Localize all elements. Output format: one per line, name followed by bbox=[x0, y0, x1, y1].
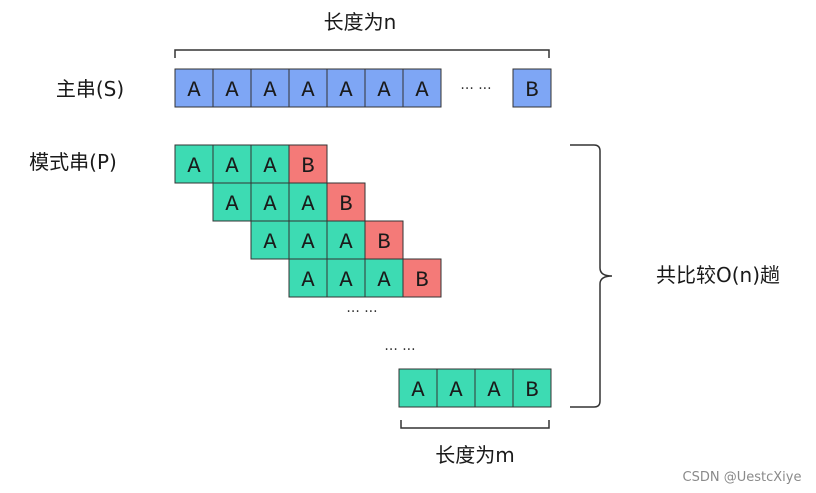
pattern-row-5-cell-4-letter: B bbox=[525, 378, 538, 403]
pattern-row-3-cell-1-box bbox=[250, 220, 290, 260]
pattern-row-3-cell-4: B bbox=[364, 220, 404, 260]
main-cell-7-letter: A bbox=[415, 78, 429, 103]
total-compare-label: 共比较O(n)趟 bbox=[656, 263, 780, 287]
main-cell-6-letter: A bbox=[377, 78, 391, 103]
main-cell-6: A bbox=[364, 68, 404, 108]
pattern-row-5-cell-2-letter: A bbox=[449, 378, 463, 403]
pattern-row-2-cell-4: B bbox=[326, 182, 366, 222]
main-cell-8-letter: B bbox=[525, 78, 538, 103]
pattern-row-2-cell-2: A bbox=[250, 182, 290, 222]
pattern-row-4-cell-3: A bbox=[364, 258, 404, 298]
pattern-row-4-cell-2: A bbox=[326, 258, 366, 298]
pattern-row-3-cell-2-letter: A bbox=[301, 230, 315, 255]
main-cell-3: A bbox=[250, 68, 290, 108]
bottom-length-label: 长度为m bbox=[435, 443, 514, 467]
pattern-row-1-cell-4: B bbox=[288, 144, 328, 184]
pattern-row-5-cell-4: B bbox=[512, 368, 552, 408]
pattern-row-5-cell-1-box bbox=[398, 368, 438, 408]
pattern-row-4-cell-1-box bbox=[288, 258, 328, 298]
pattern-row-2-cell-4-letter: B bbox=[339, 192, 352, 217]
pattern-row-4-cell-1: A bbox=[288, 258, 328, 298]
top-length-label: 长度为n bbox=[324, 10, 397, 34]
pattern-row-1-cell-1: A bbox=[174, 144, 214, 184]
right-compare-brace bbox=[570, 144, 613, 408]
pattern-row-1-cell-3-letter: A bbox=[263, 154, 277, 179]
pattern-row-2-cell-2-letter: A bbox=[263, 192, 277, 217]
pattern-row-1-cell-4-box bbox=[288, 144, 328, 184]
pattern-row-4-cell-2-box bbox=[326, 258, 366, 298]
pattern-row-4-cell-1-letter: A bbox=[301, 268, 315, 293]
main-cell-1: A bbox=[174, 68, 214, 108]
pattern-row-3-cell-4-letter: B bbox=[377, 230, 390, 255]
pattern-row-2-cell-2-box bbox=[250, 182, 290, 222]
pattern-row-3-cell-1: A bbox=[250, 220, 290, 260]
pattern-row-5-cell-1-letter: A bbox=[411, 378, 425, 403]
main-cell-7: A bbox=[402, 68, 442, 108]
pattern-row-2-cell-1: A bbox=[212, 182, 252, 222]
pattern-row-1-cell-2-letter: A bbox=[225, 154, 239, 179]
pattern-ellipsis-2: ··· ··· bbox=[384, 342, 415, 358]
main-cell-8-box bbox=[512, 68, 552, 108]
pattern-row-3-cell-3-letter: A bbox=[339, 230, 353, 255]
top-length-brace bbox=[174, 49, 550, 58]
pattern-row-4-cell-3-box bbox=[364, 258, 404, 298]
pattern-row-5-cell-3-box bbox=[474, 368, 514, 408]
main-cell-4: A bbox=[288, 68, 328, 108]
pattern-row-4-cell-2-letter: A bbox=[339, 268, 353, 293]
main-cell-5-letter: A bbox=[339, 78, 353, 103]
pattern-ellipsis-1: ··· ··· bbox=[346, 304, 377, 320]
main-cell-3-box bbox=[250, 68, 290, 108]
pattern-row-3-cell-4-box bbox=[364, 220, 404, 260]
pattern-row-5-cell-2: A bbox=[436, 368, 476, 408]
main-cell-5: A bbox=[326, 68, 366, 108]
pattern-row-5-cell-3: A bbox=[474, 368, 514, 408]
pattern-row-2-cell-3: A bbox=[288, 182, 328, 222]
main-cell-1-letter: A bbox=[187, 78, 201, 103]
pattern-row-3-cell-2-box bbox=[288, 220, 328, 260]
watermark: CSDN @UestcXiye bbox=[683, 470, 802, 485]
pattern-row-2-cell-1-box bbox=[212, 182, 252, 222]
main-cell-4-letter: A bbox=[301, 78, 315, 103]
main-string-label: 主串(S) bbox=[56, 77, 124, 101]
pattern-row-1-cell-1-box bbox=[174, 144, 214, 184]
bottom-length-brace bbox=[400, 420, 550, 429]
main-cell-6-box bbox=[364, 68, 404, 108]
pattern-row-5-cell-1: A bbox=[398, 368, 438, 408]
main-cell-3-letter: A bbox=[263, 78, 277, 103]
main-cell-7-box bbox=[402, 68, 442, 108]
pattern-row-1-cell-2-box bbox=[212, 144, 252, 184]
pattern-string-label: 模式串(P) bbox=[29, 150, 117, 174]
pattern-row-4-cell-4-letter: B bbox=[415, 268, 428, 293]
pattern-row-2-cell-3-letter: A bbox=[301, 192, 315, 217]
pattern-row-5-cell-4-box bbox=[512, 368, 552, 408]
pattern-row-3-cell-2: A bbox=[288, 220, 328, 260]
pattern-row-1-cell-2: A bbox=[212, 144, 252, 184]
pattern-row-4-cell-4-box bbox=[402, 258, 442, 298]
main-cell-5-box bbox=[326, 68, 366, 108]
main-cell-2-letter: A bbox=[225, 78, 239, 103]
main-string-ellipsis: ··· ··· bbox=[460, 81, 491, 97]
pattern-row-4-cell-4: B bbox=[402, 258, 442, 298]
main-cell-2: A bbox=[212, 68, 252, 108]
main-cell-8: B bbox=[512, 68, 552, 108]
pattern-row-3-cell-1-letter: A bbox=[263, 230, 277, 255]
pattern-row-2-cell-4-box bbox=[326, 182, 366, 222]
main-cell-1-box bbox=[174, 68, 214, 108]
pattern-row-3-cell-3-box bbox=[326, 220, 366, 260]
pattern-row-1-cell-3: A bbox=[250, 144, 290, 184]
pattern-row-3-cell-3: A bbox=[326, 220, 366, 260]
pattern-row-5-cell-3-letter: A bbox=[487, 378, 501, 403]
pattern-row-4-cell-3-letter: A bbox=[377, 268, 391, 293]
main-cell-2-box bbox=[212, 68, 252, 108]
pattern-row-1-cell-4-letter: B bbox=[301, 154, 314, 179]
pattern-row-2-cell-1-letter: A bbox=[225, 192, 239, 217]
pattern-row-1-cell-1-letter: A bbox=[187, 154, 201, 179]
